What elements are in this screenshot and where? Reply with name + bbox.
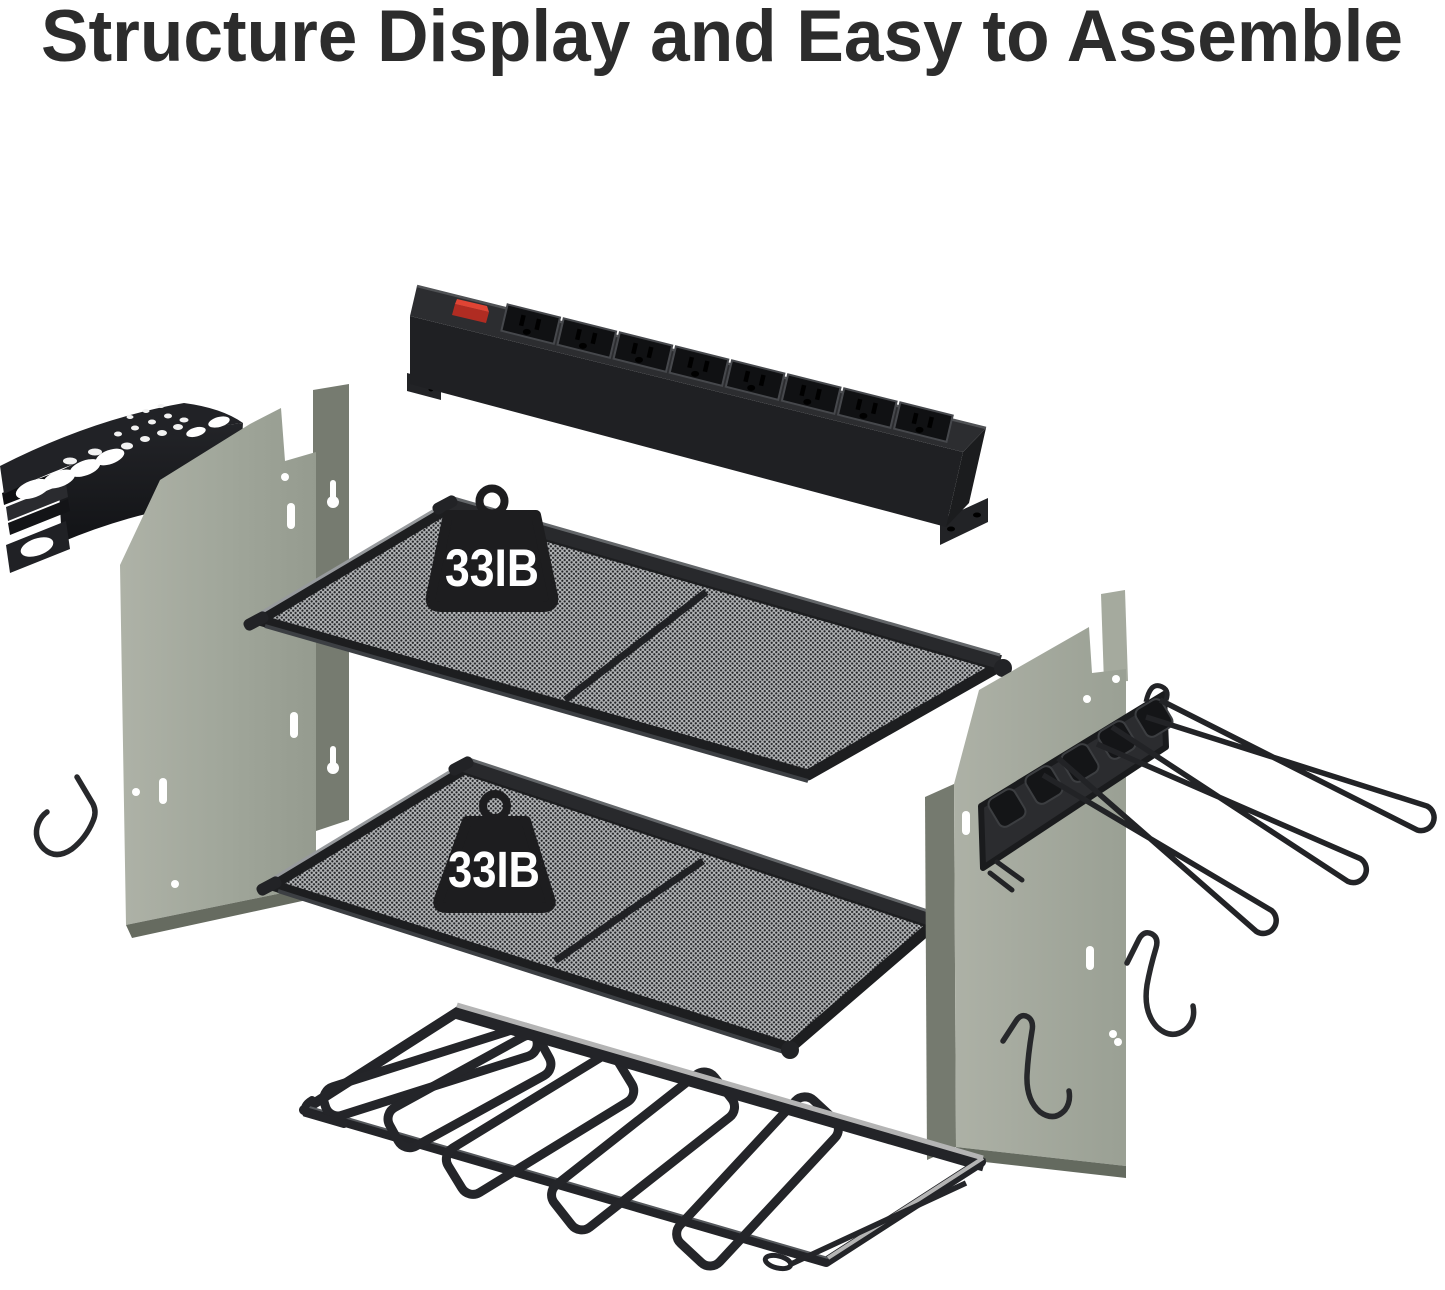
svg-text:Structure Display and Easy to: Structure Display and Easy to Assemble — [41, 0, 1403, 77]
svg-text:33IB: 33IB — [448, 841, 540, 898]
svg-text:33IB: 33IB — [445, 539, 539, 598]
